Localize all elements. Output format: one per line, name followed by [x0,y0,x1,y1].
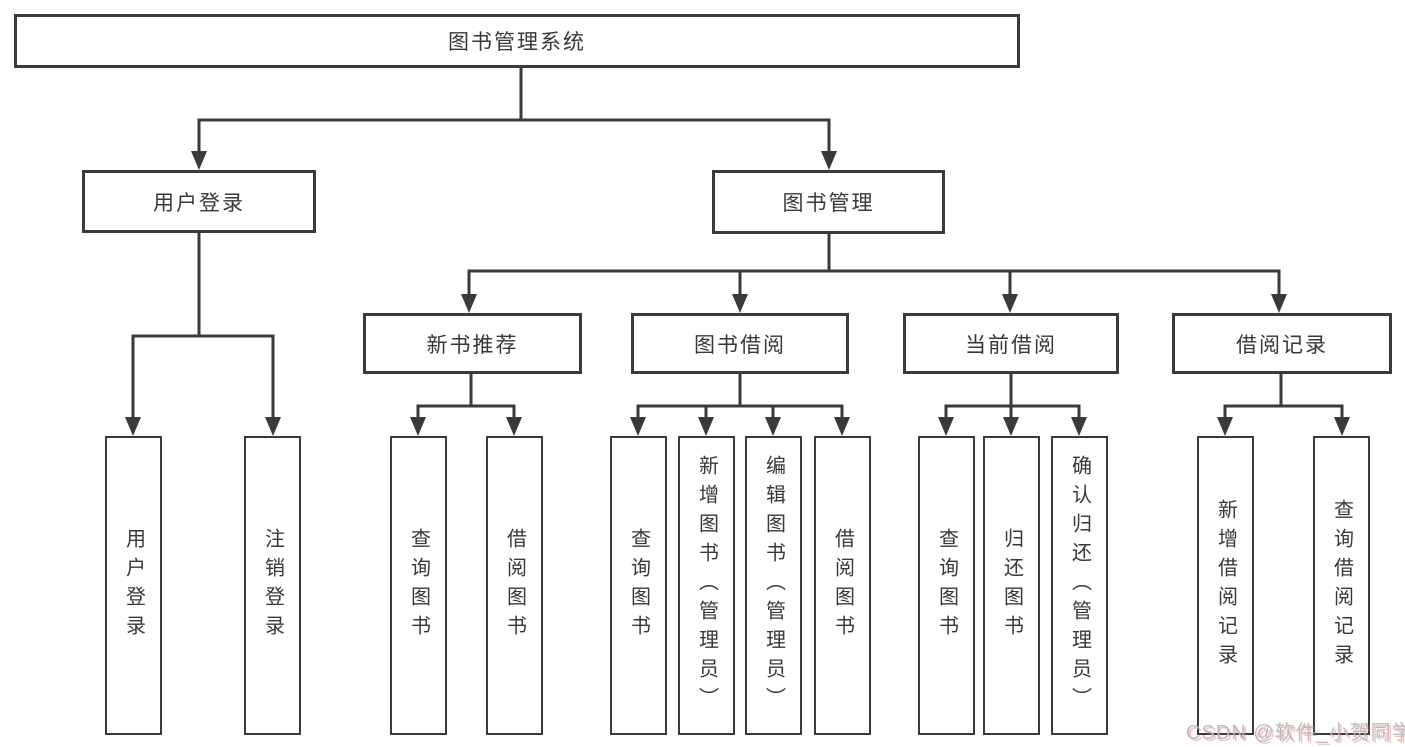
node-user-login: 用户登录 [82,170,316,233]
leaf-label: 确认归还（管理员） [1068,455,1091,716]
leaf-query-borrow-record: 查询借阅记录 [1313,436,1370,735]
node-label: 当前借阅 [965,333,1057,357]
arrow-down-icon [1003,417,1019,436]
node-current-borrowing: 当前借阅 [903,313,1119,374]
leaf-label: 查询图书 [627,527,650,644]
arrow-down-icon [1271,294,1287,313]
leaf-label: 借阅图书 [503,527,526,644]
leaf-confirm-return-admin: 确认归还（管理员） [1051,436,1108,735]
leaf-user-login: 用户登录 [105,436,162,735]
node-borrowing-records: 借阅记录 [1172,313,1392,374]
arrow-down-icon [506,417,522,436]
leaf-label: 注销登录 [261,527,284,644]
arrow-down-icon [1071,417,1087,436]
arrow-down-icon [698,417,714,436]
leaf-edit-book-admin: 编辑图书（管理员） [745,436,802,735]
leaf-query-books-borrowing: 查询图书 [610,436,667,735]
node-book-management: 图书管理 [712,170,945,234]
leaf-label: 新增借阅记录 [1214,498,1237,673]
leaf-label: 新增图书（管理员） [695,455,718,716]
leaf-add-book-admin: 新增图书（管理员） [678,436,735,735]
arrow-down-icon [834,417,850,436]
node-label: 图书管理 [782,192,875,215]
leaf-label: 归还图书 [1000,527,1023,644]
node-library-management-system: 图书管理系统 [14,14,1020,68]
leaf-add-borrow-record: 新增借阅记录 [1197,436,1254,735]
leaf-label: 用户登录 [122,527,145,644]
leaf-borrow-books: 借阅图书 [814,436,871,735]
node-label: 借阅记录 [1236,333,1328,357]
leaf-borrow-books-recommend: 借阅图书 [486,436,543,735]
arrow-down-icon [821,151,837,170]
node-label: 用户登录 [153,191,245,215]
leaf-label: 查询图书 [407,527,430,644]
leaf-logout-login: 注销登录 [244,436,301,735]
arrow-down-icon [765,417,781,436]
arrow-down-icon [938,417,954,436]
leaf-query-books-recommend: 查询图书 [390,436,447,735]
arrow-down-icon [732,294,748,313]
leaf-return-books: 归还图书 [983,436,1040,735]
leaf-label: 借阅图书 [831,527,854,644]
arrow-down-icon [125,417,141,436]
csdn-watermark: CSDN @软件_小贺同学 [1186,722,1405,744]
node-book-borrowing: 图书借阅 [631,313,849,374]
node-label: 图书管理系统 [448,31,586,54]
arrow-down-icon [1002,294,1018,313]
leaf-label: 查询图书 [935,527,958,644]
node-new-book-recommendation: 新书推荐 [363,313,582,374]
arrow-down-icon [410,417,426,436]
arrow-down-icon [265,417,281,436]
node-label: 新书推荐 [426,333,519,357]
arrow-down-icon [630,417,646,436]
arrow-down-icon [1217,417,1233,436]
node-label: 图书借阅 [694,333,786,357]
leaf-query-books-current: 查询图书 [918,436,975,735]
leaf-label: 编辑图书（管理员） [762,455,785,716]
arrow-down-icon [191,151,207,170]
arrow-down-icon [461,294,477,313]
leaf-label: 查询借阅记录 [1330,498,1353,673]
arrow-down-icon [1334,417,1350,436]
